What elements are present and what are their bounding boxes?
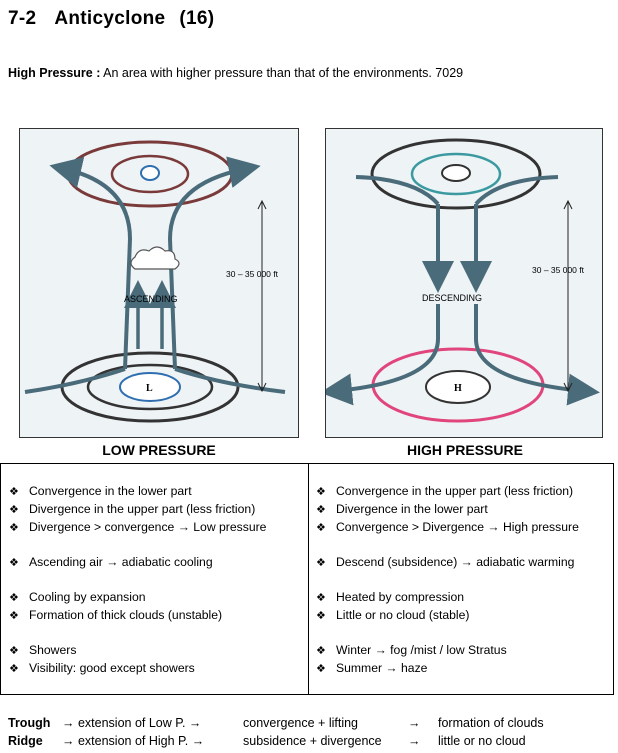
ascending-arrow-left [49, 157, 133, 370]
trough-arrow: → [408, 716, 421, 730]
trough-extension: → extension of Low P. → [62, 716, 202, 730]
height-label: 30 – 35 000 ft [532, 265, 585, 275]
descending-funnel-left [326, 304, 440, 406]
cloud-icon [130, 246, 180, 270]
ridge-process: subsidence + divergence [243, 734, 382, 748]
section-number: 7-2 [8, 8, 37, 29]
inflow-right [174, 367, 286, 394]
upper-inner-ring [110, 154, 190, 194]
list-item: ❖Little or no cloud (stable) [316, 606, 612, 624]
motion-label: DESCENDING [422, 293, 482, 303]
top-inflow-left [355, 175, 440, 206]
list-item: ❖Divergence > convergence → Low pressure [9, 518, 305, 536]
page-title: 7-2 Anticyclone (16) [8, 8, 214, 30]
motion-label: ASCENDING [124, 294, 178, 304]
bullet-icon: ❖ [9, 504, 19, 516]
low-pressure-column: ❖Convergence in the lower part ❖Divergen… [9, 482, 305, 694]
list-item: ❖Cooling by expansion [9, 588, 305, 606]
list-item: ❖Formation of thick clouds (unstable) [9, 606, 305, 624]
list-group: ❖Convergence in the upper part (less fri… [316, 482, 612, 536]
list-group: ❖Descend (subsidence) → adiabatic warmin… [316, 553, 612, 571]
list-item: ❖Convergence in the upper part (less fri… [316, 482, 612, 500]
definition: High Pressure : An area with higher pres… [8, 66, 463, 80]
bullet-icon: ❖ [9, 610, 19, 622]
height-bracket-bottom [257, 382, 267, 393]
ridge-extension: → extension of High P. → [62, 734, 205, 748]
high-pressure-svg: 30 – 35 000 ft DESCENDING H [326, 138, 600, 423]
height-bracket-top [563, 199, 573, 210]
bullet-icon: ❖ [316, 522, 326, 534]
definition-text: An area with higher pressure than that o… [100, 66, 464, 80]
bullet-icon: ❖ [9, 592, 19, 604]
low-pressure-caption: LOW PRESSURE [102, 442, 216, 458]
list-item: ❖Convergence > Divergence → High pressur… [316, 518, 612, 536]
ascending-arrow-right [167, 156, 261, 370]
bullet-icon: ❖ [316, 610, 326, 622]
height-bracket-bottom [563, 382, 573, 393]
list-item: ❖Ascending air → adiabatic cooling [9, 553, 305, 571]
top-inflow-right [474, 175, 559, 206]
low-pressure-diagram: 30 – 35 000 ft ASCENDING L [19, 128, 299, 438]
list-item: ❖Summer → haze [316, 659, 612, 677]
definition-term: High Pressure : [8, 66, 101, 80]
high-pressure-diagram: 30 – 35 000 ft DESCENDING H [325, 128, 603, 438]
comparison-table: ❖Convergence in the lower part ❖Divergen… [0, 463, 614, 695]
list-item: ❖Showers [9, 641, 305, 659]
height-bracket-top [257, 199, 267, 210]
bullet-icon: ❖ [9, 645, 19, 657]
bullet-icon: ❖ [316, 486, 326, 498]
list-group: ❖Winter → fog /mist / low Stratus ❖Summe… [316, 641, 612, 677]
list-group: ❖Ascending air → adiabatic cooling [9, 553, 305, 571]
bullet-icon: ❖ [316, 663, 326, 675]
ridge-label: Ridge [8, 734, 43, 748]
lower-center-ring [119, 372, 181, 402]
table-divider [308, 464, 309, 694]
ridge-arrow: → [408, 734, 421, 748]
center-letter: H [454, 383, 462, 394]
bullet-icon: ❖ [9, 486, 19, 498]
upper-outer-ring [370, 138, 542, 210]
bullet-icon: ❖ [316, 592, 326, 604]
height-label: 30 – 35 000 ft [226, 269, 279, 279]
lower-inner-ring [425, 370, 491, 404]
trough-process: convergence + lifting [243, 716, 359, 730]
list-group: ❖Convergence in the lower part ❖Divergen… [9, 482, 305, 536]
list-group: ❖Cooling by expansion ❖Formation of thic… [9, 588, 305, 624]
low-pressure-svg: 30 – 35 000 ft ASCENDING L [24, 140, 286, 423]
center-letter: L [146, 383, 153, 394]
bullet-icon: ❖ [9, 522, 19, 534]
list-item: ❖Visibility: good except showers [9, 659, 305, 677]
descending-funnel-right [474, 304, 600, 406]
bullet-icon: ❖ [316, 557, 326, 569]
list-item: ❖Divergence in the upper part (less fric… [9, 500, 305, 518]
upper-inner-ring [410, 152, 502, 196]
list-group: ❖Heated by compression ❖Little or no clo… [316, 588, 612, 624]
list-item: ❖Winter → fog /mist / low Stratus [316, 641, 612, 659]
trough-label: Trough [8, 716, 51, 730]
inflow-left [24, 367, 126, 394]
list-item: ❖Descend (subsidence) → adiabatic warmin… [316, 553, 612, 571]
list-group: ❖Showers ❖Visibility: good except shower… [9, 641, 305, 677]
section-code: (16) [179, 8, 215, 29]
upper-center-ring [441, 164, 471, 182]
bullet-icon: ❖ [316, 645, 326, 657]
bullet-icon: ❖ [316, 504, 326, 516]
section-title: Anticyclone [54, 8, 166, 29]
upper-center-ring [140, 165, 160, 181]
high-pressure-caption: HIGH PRESSURE [407, 442, 523, 458]
list-item: ❖Heated by compression [316, 588, 612, 606]
bullet-icon: ❖ [9, 557, 19, 569]
lower-mid-ring [86, 363, 214, 411]
trough-result: formation of clouds [438, 716, 544, 730]
list-item: ❖Convergence in the lower part [9, 482, 305, 500]
bullet-icon: ❖ [9, 663, 19, 675]
ridge-result: little or no cloud [438, 734, 526, 748]
high-pressure-column: ❖Convergence in the upper part (less fri… [316, 482, 612, 694]
list-item: ❖Divergence in the lower part [316, 500, 612, 518]
